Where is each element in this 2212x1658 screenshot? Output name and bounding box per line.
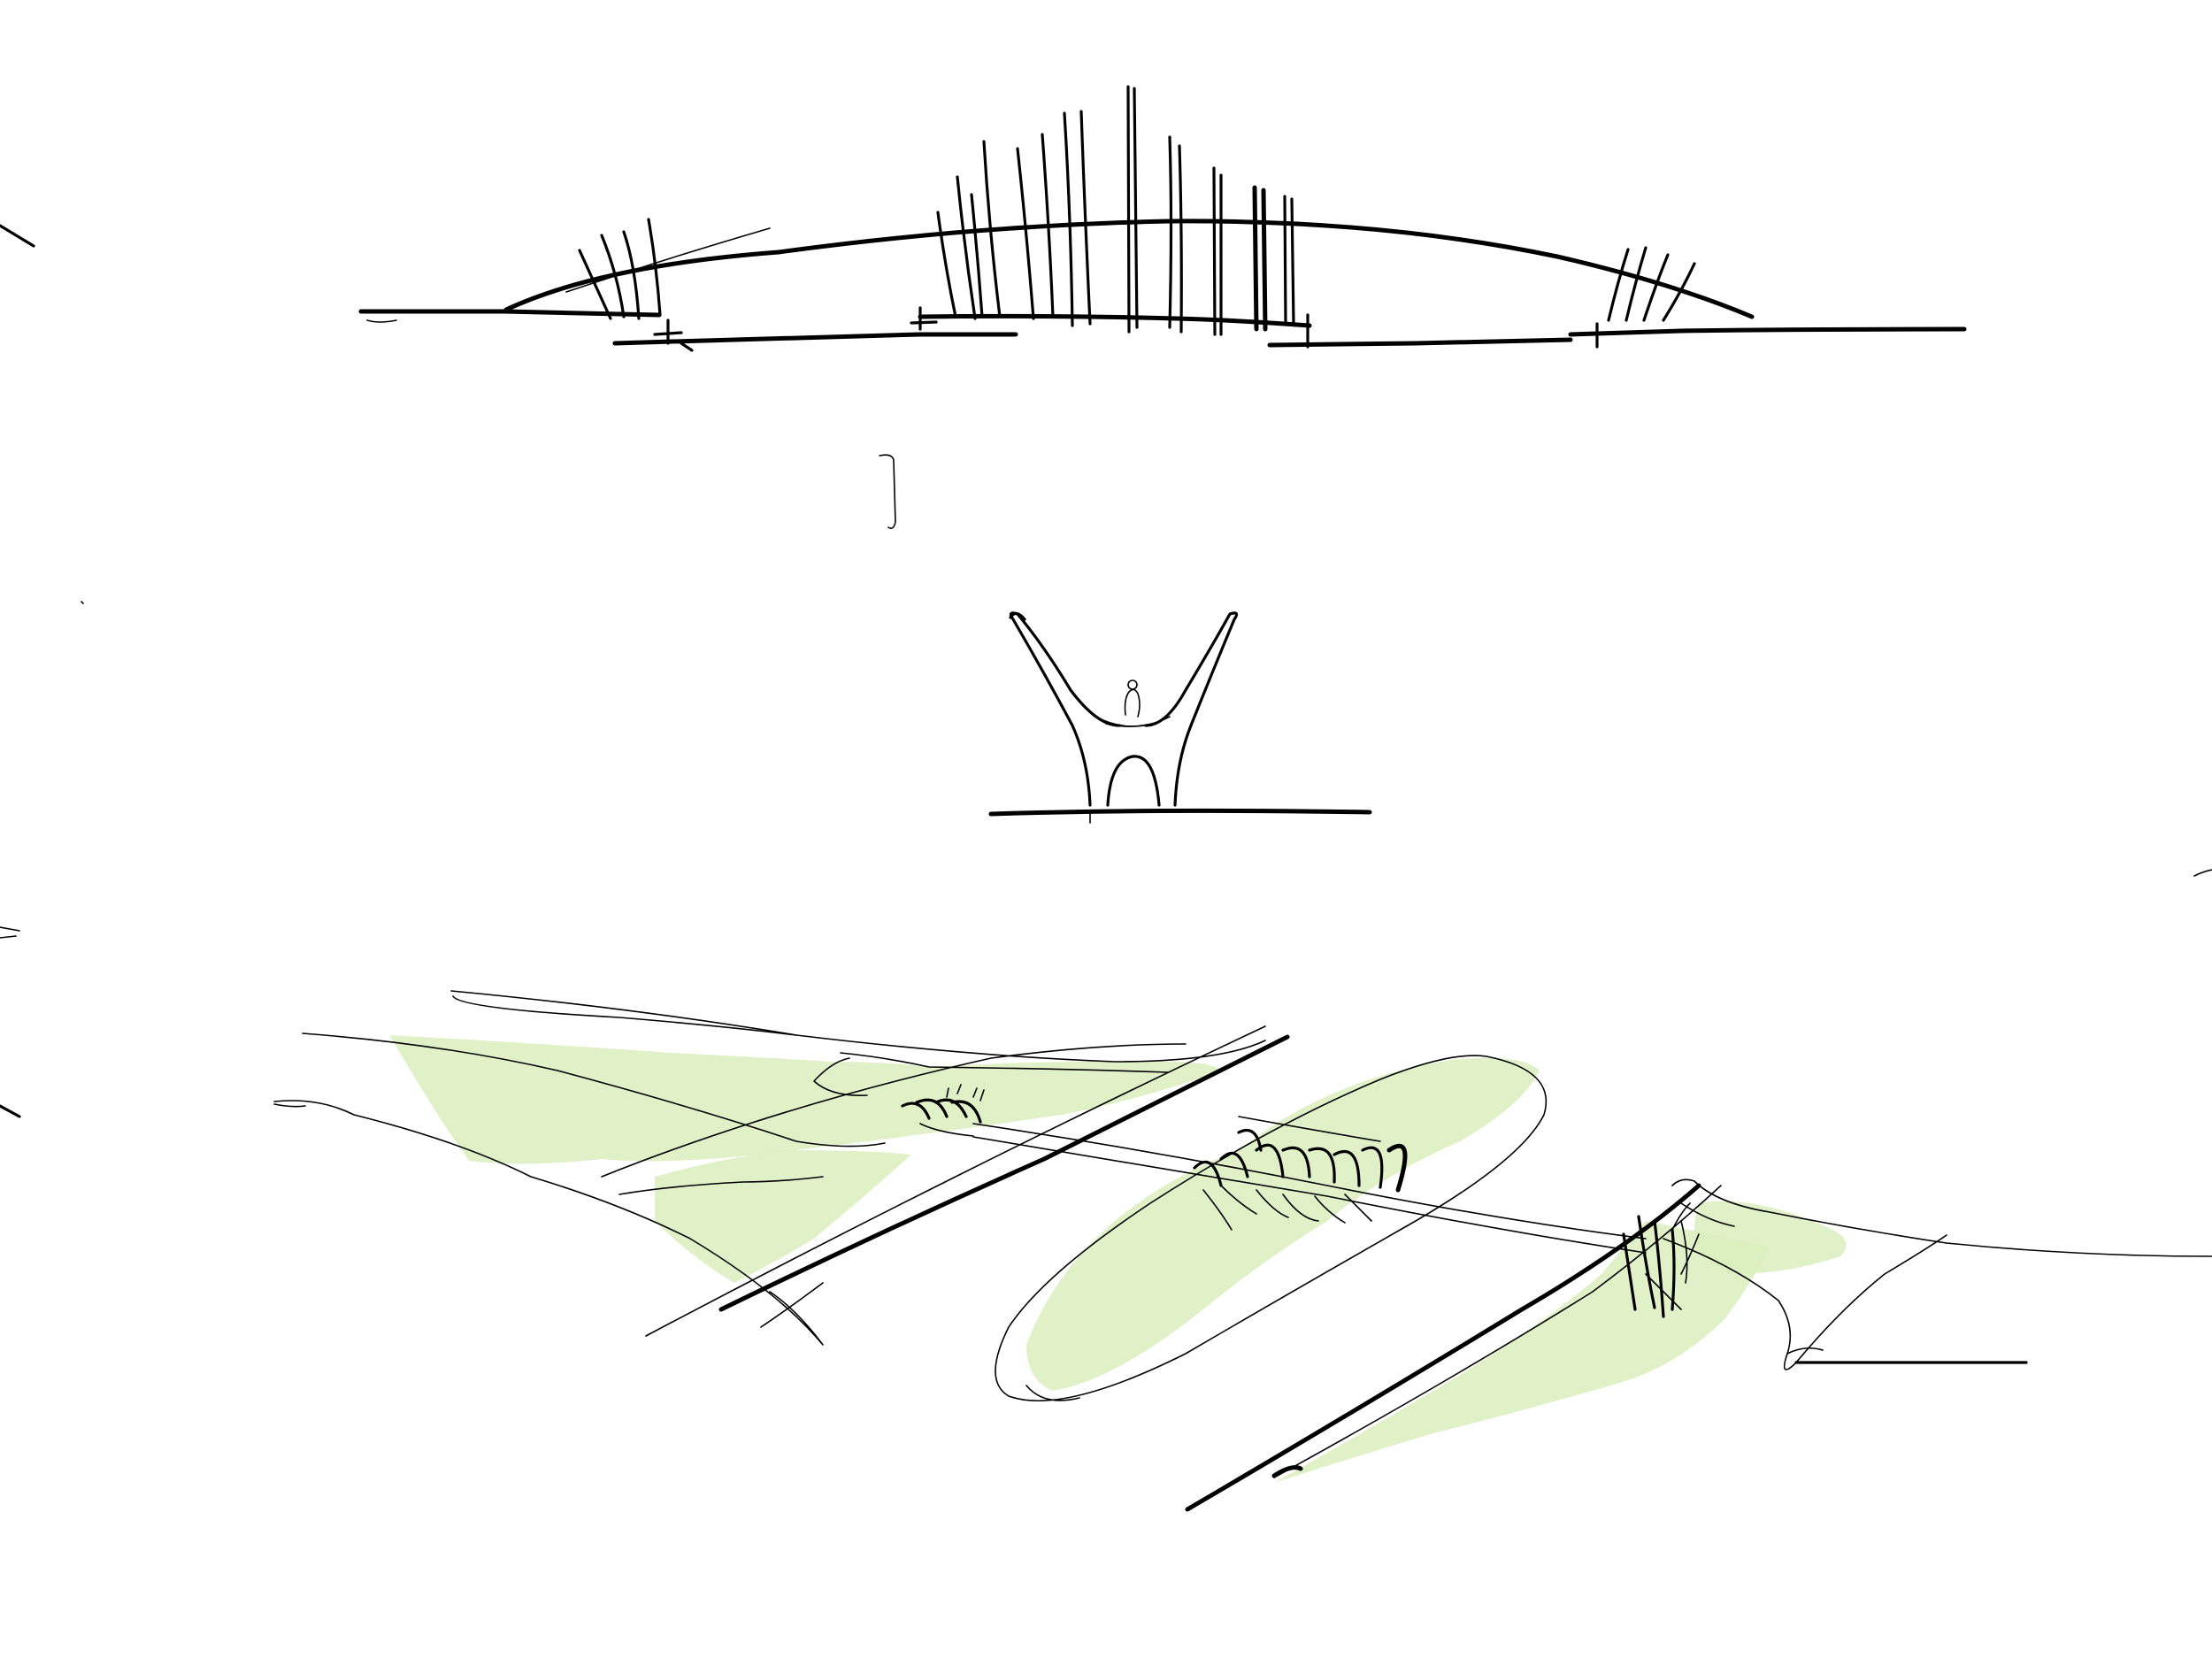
ellipse-outline <box>995 1055 1548 1401</box>
elevation-lower-deck <box>612 332 1018 346</box>
elevation-sketch <box>358 85 1967 352</box>
green-area-right <box>1274 1221 1770 1483</box>
margin-marks <box>0 224 2212 1118</box>
cross-section-sketch <box>988 611 1372 824</box>
perspective-sketch <box>273 990 2212 1512</box>
green-area-ellipse <box>1026 1057 1540 1391</box>
elevation-ground-left <box>358 309 662 318</box>
elevation-arch <box>503 219 1755 319</box>
section-ground <box>988 808 1372 817</box>
green-area-left <box>389 1035 1221 1164</box>
